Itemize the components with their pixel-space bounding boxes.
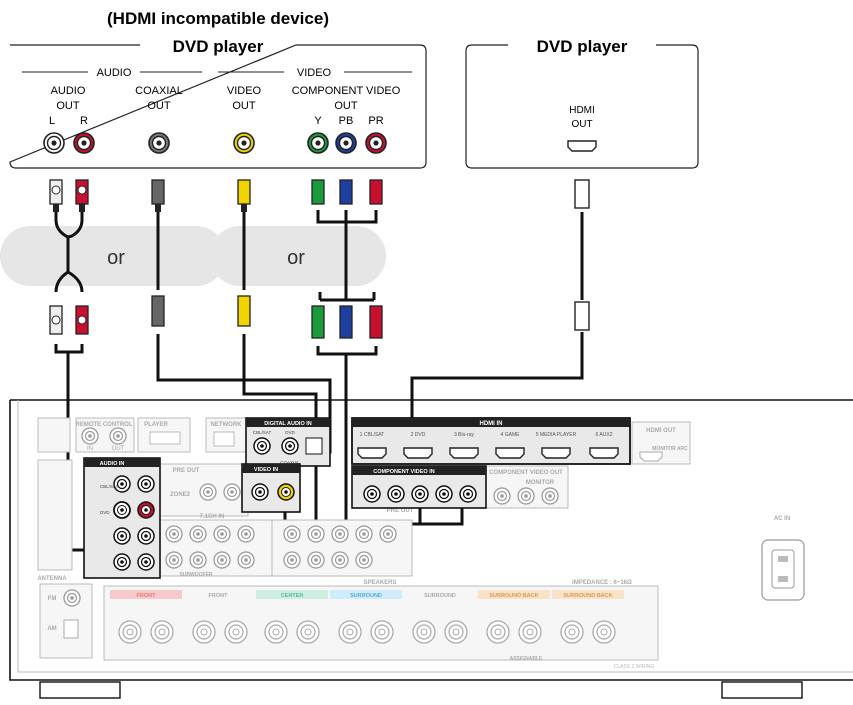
dai-dvd: DVD — [285, 430, 295, 435]
hdmi-out-port — [568, 141, 596, 151]
surround-back-a-label: SURROUND BACK — [489, 593, 538, 599]
audio-out-label-2: OUT — [56, 100, 80, 112]
coaxial-plug-top — [152, 180, 164, 212]
hdmi-out-label: HDMI — [569, 105, 595, 116]
foot-left — [40, 682, 120, 698]
audio-plug-l-top — [50, 180, 62, 212]
component-video-in-label: COMPONENT VIDEO IN — [373, 469, 434, 475]
assignable-label: ASSIGNABLE — [510, 656, 543, 662]
right-dvd-player: DVD player HDMI OUT — [466, 37, 698, 168]
monitor-arc-label: MONITOR ARC — [652, 446, 688, 452]
hdmi-in-1-label: 1 CBL/SAT — [360, 432, 385, 438]
video-in-label: VIDEO IN — [254, 467, 278, 473]
audio-l-label: L — [49, 115, 55, 127]
right-title: DVD player — [537, 37, 628, 56]
y-label: Y — [314, 115, 322, 127]
coaxial-out-label-2: OUT — [147, 100, 171, 112]
zone2-label: ZONE2 — [170, 492, 191, 498]
pb-label: PB — [339, 115, 354, 127]
audio-r-jack — [74, 133, 94, 153]
left-title-line2: DVD player — [173, 37, 264, 56]
antenna-label: ANTENNA — [37, 576, 67, 582]
av-receiver: PLAYER REMOTE CONTROL NETWORK IN OUT PRE… — [10, 400, 853, 698]
impedance-label: IMPEDANCE : 6~16Ω — [572, 580, 632, 586]
front-a-label: FRONT — [137, 593, 157, 599]
pre-out-label: PRE OUT — [173, 468, 200, 474]
am-label: AM — [47, 626, 56, 632]
component-pr-jack — [366, 133, 386, 153]
surround-b-label: SURROUND — [424, 593, 456, 599]
hdmi-plug-top — [575, 180, 589, 208]
rc-in-label: IN — [87, 446, 93, 452]
component-plugs-bottom — [312, 306, 382, 338]
component-video-out-label: COMPONENT VIDEO OUT — [489, 470, 563, 476]
or-label-left: or — [107, 247, 125, 269]
front-b-label: FRONT — [209, 593, 229, 599]
ai-dvd: DVD — [100, 510, 110, 515]
hdmi-out-receiver-label: HDMI OUT — [646, 428, 676, 434]
component-out-label-2: OUT — [334, 100, 358, 112]
ac-in-label: AC IN — [774, 516, 790, 522]
hdmi-in-5-label: 5 MEDIA PLAYER — [536, 432, 577, 438]
fm-label: FM — [48, 596, 57, 602]
foot-right — [722, 682, 802, 698]
coaxial-out-label: COAXIAL — [135, 85, 183, 97]
pr-label: PR — [368, 115, 383, 127]
audio-r-label: R — [80, 115, 88, 127]
component-plugs-top — [312, 180, 382, 204]
digital-audio-in-label: DIGITAL AUDIO IN — [264, 421, 312, 427]
audio-group-label: AUDIO — [97, 67, 132, 79]
class2-label: CLASS 2 WIRING — [614, 664, 655, 670]
dai-cbl-sat: CBL/SAT — [253, 430, 272, 435]
hdmi-in-3-label: 3 Blu-ray — [454, 432, 475, 438]
hdmi-in-6-label: 6 AUX2 — [596, 432, 613, 438]
component-y-jack — [308, 133, 328, 153]
center-label: CENTER — [281, 593, 304, 599]
rc-out-label: OUT — [112, 446, 125, 452]
video-plug-top — [238, 180, 250, 212]
subwoofer-label: SUBWOOFER — [179, 572, 212, 578]
video-jack — [234, 133, 254, 153]
audio-plug-r-bottom — [76, 306, 88, 334]
hdmi-plug-bottom — [575, 302, 589, 330]
coaxial-jack — [149, 133, 169, 153]
audio-in-label: AUDIO IN — [100, 461, 125, 467]
speakers-label: SPEAKERS — [363, 580, 396, 586]
or-label-right: or — [287, 247, 305, 269]
video-group-label: VIDEO — [297, 67, 332, 79]
audio-plug-r-top — [76, 180, 88, 212]
hdmi-out-label-2: OUT — [571, 119, 592, 130]
component-pb-jack — [336, 133, 356, 153]
left-dvd-player: (HDMI incompatible device) DVD player AU… — [10, 9, 426, 168]
monitor-label: MONITOR — [526, 480, 555, 486]
video-out-label: VIDEO — [227, 85, 262, 97]
audio-out-label: AUDIO — [51, 85, 86, 97]
component-out-label: COMPONENT VIDEO — [292, 85, 401, 97]
network-label: NETWORK — [211, 422, 243, 428]
surround-back-b-label: SURROUND BACK — [563, 593, 612, 599]
audio-plug-l-bottom — [50, 306, 62, 334]
hdmi-in-2-label: 2 DVD — [411, 432, 426, 438]
surround-label: SURROUND — [350, 593, 382, 599]
hdmi-in-4-label: 4 GAME — [501, 432, 521, 438]
remote-control-label: REMOTE CONTROL — [76, 422, 133, 428]
left-title-line1: (HDMI incompatible device) — [107, 9, 329, 28]
video-out-label-2: OUT — [232, 100, 256, 112]
audio-l-jack — [44, 133, 64, 153]
hdmi-in-label: HDMI IN — [480, 421, 503, 427]
coaxial-plug-bottom — [152, 296, 164, 326]
pre-out-label-2: PRE OUT — [387, 508, 414, 514]
ai-cbl-sat: CBL/SAT — [100, 484, 119, 489]
71ch-in-label: 7.1CH IN — [200, 514, 225, 520]
video-plug-bottom — [238, 296, 250, 326]
player-label: PLAYER — [144, 422, 168, 428]
